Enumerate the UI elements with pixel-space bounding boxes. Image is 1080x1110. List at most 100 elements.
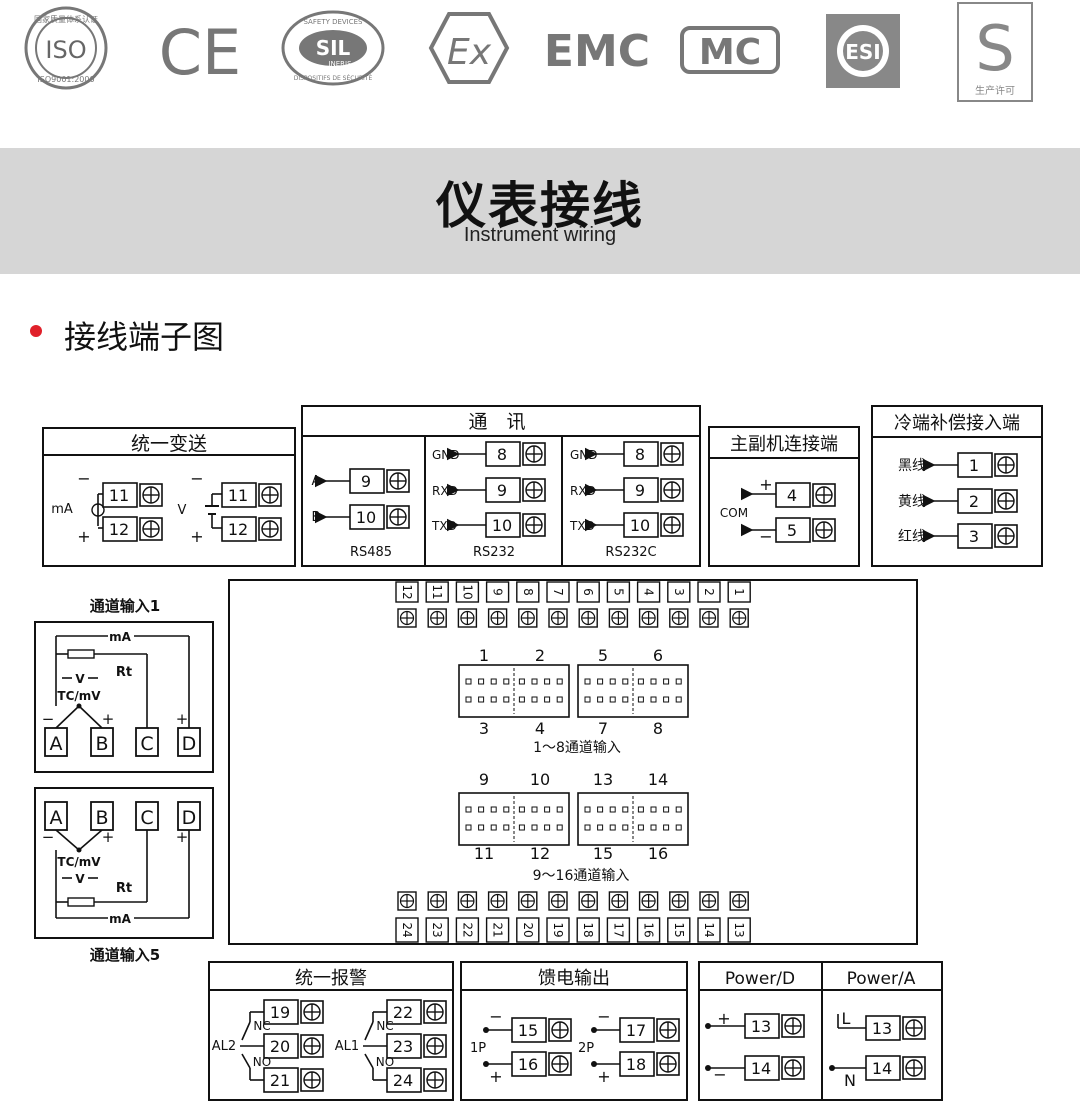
top-terminal-number-box	[425, 581, 449, 603]
bottom-terminal-number-box	[727, 917, 751, 943]
pin-icon	[637, 696, 644, 703]
pin-icon	[490, 678, 497, 685]
feed-output-box-title: 馈电输出	[538, 968, 610, 989]
alarm-terminal-21: 21	[270, 1071, 290, 1090]
pin-icon	[490, 696, 497, 703]
cold-junction-terminal-1: 1	[969, 456, 979, 475]
channel-number: 10	[530, 770, 550, 789]
pin-icon	[597, 696, 604, 703]
alarm-relay-label: AL1	[335, 1039, 359, 1054]
terminal-number-box	[349, 504, 385, 530]
terminal-number-box	[744, 1013, 780, 1039]
alarm-terminal-19: 19	[270, 1003, 290, 1022]
terminal-screw-icon	[669, 891, 689, 911]
terminal-number-box	[775, 517, 811, 543]
transmit-ma-label: mA	[51, 502, 73, 517]
terminal-screw-icon	[699, 608, 719, 628]
emc-logo: EMC	[544, 26, 650, 77]
pin-icon	[503, 678, 510, 685]
terminal-screw-icon	[397, 608, 417, 628]
terminal-number-box	[221, 516, 257, 542]
pin-icon	[544, 824, 551, 831]
terminal-screw-icon	[608, 891, 629, 911]
svg-text:MC: MC	[699, 32, 761, 73]
transmit-v-label: V	[178, 503, 187, 518]
bottom-terminal-number-box	[546, 917, 570, 943]
power-a-terminal-13: 13	[872, 1019, 892, 1038]
tc-mv-label: TC/mV	[57, 855, 101, 869]
pin-icon	[663, 696, 670, 703]
bullet-icon	[30, 325, 42, 337]
pin-icon	[675, 824, 682, 831]
pin-icon	[622, 696, 629, 703]
terminal-number-box	[865, 1015, 901, 1041]
bottom-terminal-number-box	[395, 917, 419, 943]
terminal-number-box	[102, 516, 138, 542]
input-terminal-a-label: A	[50, 807, 63, 829]
bottom-terminal-number-box	[606, 917, 631, 943]
bottom-terminal-number: 15	[672, 922, 686, 937]
terminal-screw-icon	[548, 1018, 572, 1042]
bottom-terminal-number: 13	[732, 922, 746, 937]
channel-number: 9	[479, 770, 489, 789]
pin-icon	[478, 696, 485, 703]
terminal-number-box	[485, 477, 521, 503]
svg-text:EMC: EMC	[544, 26, 650, 77]
master-terminal-4: 4	[787, 486, 797, 505]
rs485-b-label: B	[312, 510, 321, 525]
no-label: NO	[253, 1055, 271, 1069]
terminal-number-box	[349, 468, 385, 494]
pin-icon	[609, 806, 616, 813]
channel-number: 3	[479, 719, 489, 738]
pin-icon	[531, 824, 538, 831]
terminal-screw-icon	[487, 608, 508, 628]
no-label: NO	[376, 1055, 394, 1069]
bottom-terminal-number: 18	[581, 922, 595, 937]
terminal-screw-icon	[902, 1016, 926, 1040]
terminal-screw-icon	[548, 608, 568, 628]
ce-logo: CE	[159, 16, 241, 89]
alarm-terminal-24: 24	[393, 1071, 413, 1090]
feed-terminal-18: 18	[626, 1055, 646, 1074]
svg-text:S: S	[975, 12, 1014, 85]
top-terminal-number: 4	[642, 588, 656, 596]
terminal-screw-icon	[548, 1052, 572, 1076]
terminal-screw-icon	[548, 891, 568, 911]
terminal-screw-icon	[487, 891, 508, 911]
rs232-label: RS232	[473, 545, 515, 560]
top-terminal-number: 5	[611, 588, 625, 596]
pin-icon	[584, 696, 591, 703]
terminal-screw-icon	[669, 608, 689, 628]
esi-logo: ESI	[826, 14, 900, 88]
v-label: V	[75, 672, 85, 686]
terminal-screw-icon	[578, 608, 598, 628]
pin-icon	[650, 806, 657, 813]
channel-number: 16	[648, 844, 668, 863]
rs485-terminal-10: 10	[356, 508, 376, 527]
terminal-screw-icon	[656, 1052, 680, 1076]
production-license-logo: S 生产许可	[957, 2, 1033, 102]
power-d-title: Power/D	[725, 969, 795, 989]
feed-minus: −	[489, 1007, 502, 1026]
terminal-screw-icon	[386, 505, 410, 529]
bottom-terminal-number: 20	[521, 922, 535, 937]
page-subtitle: Instrument wiring	[463, 224, 617, 246]
rs232-gnd-label: GND	[432, 448, 460, 462]
terminal-screw-icon	[729, 608, 749, 628]
pin-icon	[597, 678, 604, 685]
channel-9-16-caption: 9～16通道输入	[533, 868, 630, 884]
terminal-number-box	[511, 1017, 547, 1043]
terminal-number-box	[263, 999, 299, 1025]
input-terminal-d-label: D	[182, 807, 197, 829]
top-terminal-number-box	[667, 581, 691, 603]
terminal-screw-icon	[427, 608, 447, 628]
pin-icon	[637, 806, 644, 813]
pin-icon	[556, 678, 563, 685]
channel-number: 11	[474, 844, 494, 863]
pin-icon	[490, 824, 497, 831]
rs232-rxd-label: RXD	[432, 484, 458, 498]
power-a-title: Power/A	[847, 969, 916, 989]
tc-mv-label: TC/mV	[57, 689, 101, 703]
pin-icon	[663, 824, 670, 831]
rt-label: Rt	[116, 665, 132, 680]
